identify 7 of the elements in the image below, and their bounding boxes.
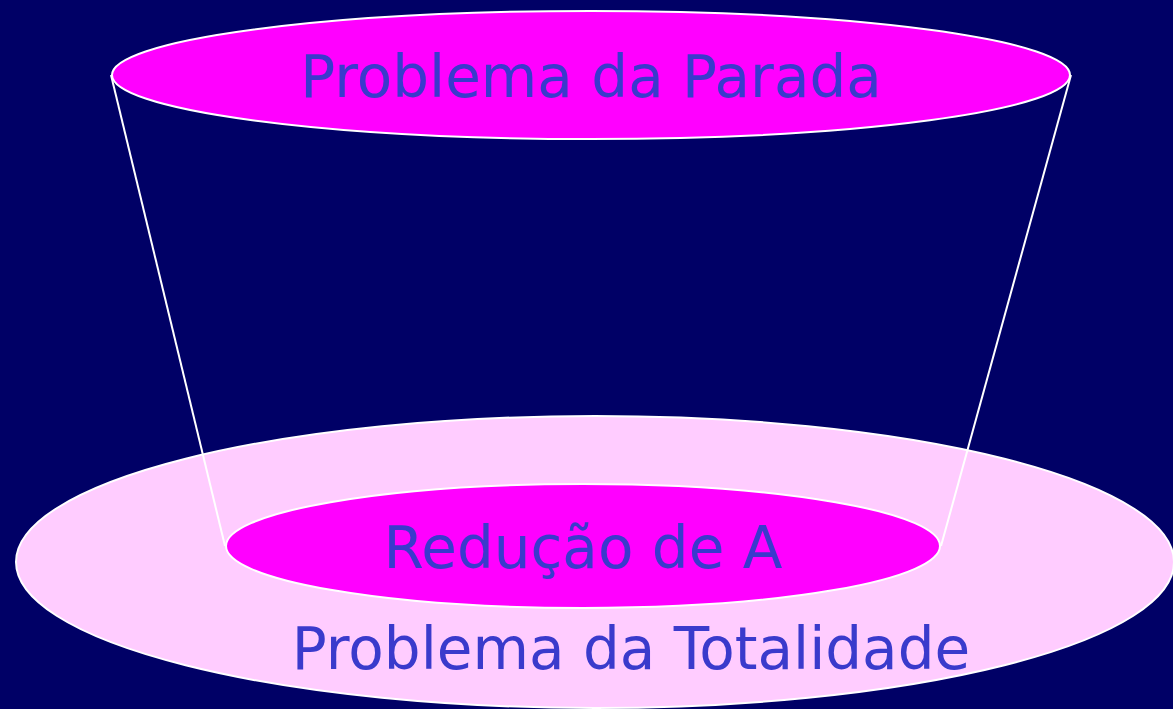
connector-line (940, 74, 1072, 547)
node-title: Problema da Totalidade (290, 620, 972, 678)
ellipse-node (111, 10, 1071, 140)
ellipse-node (225, 483, 941, 609)
connector-line (110, 74, 226, 547)
node-title: Redução de A (382, 519, 784, 577)
node-title: Problema da Parada (299, 48, 883, 106)
